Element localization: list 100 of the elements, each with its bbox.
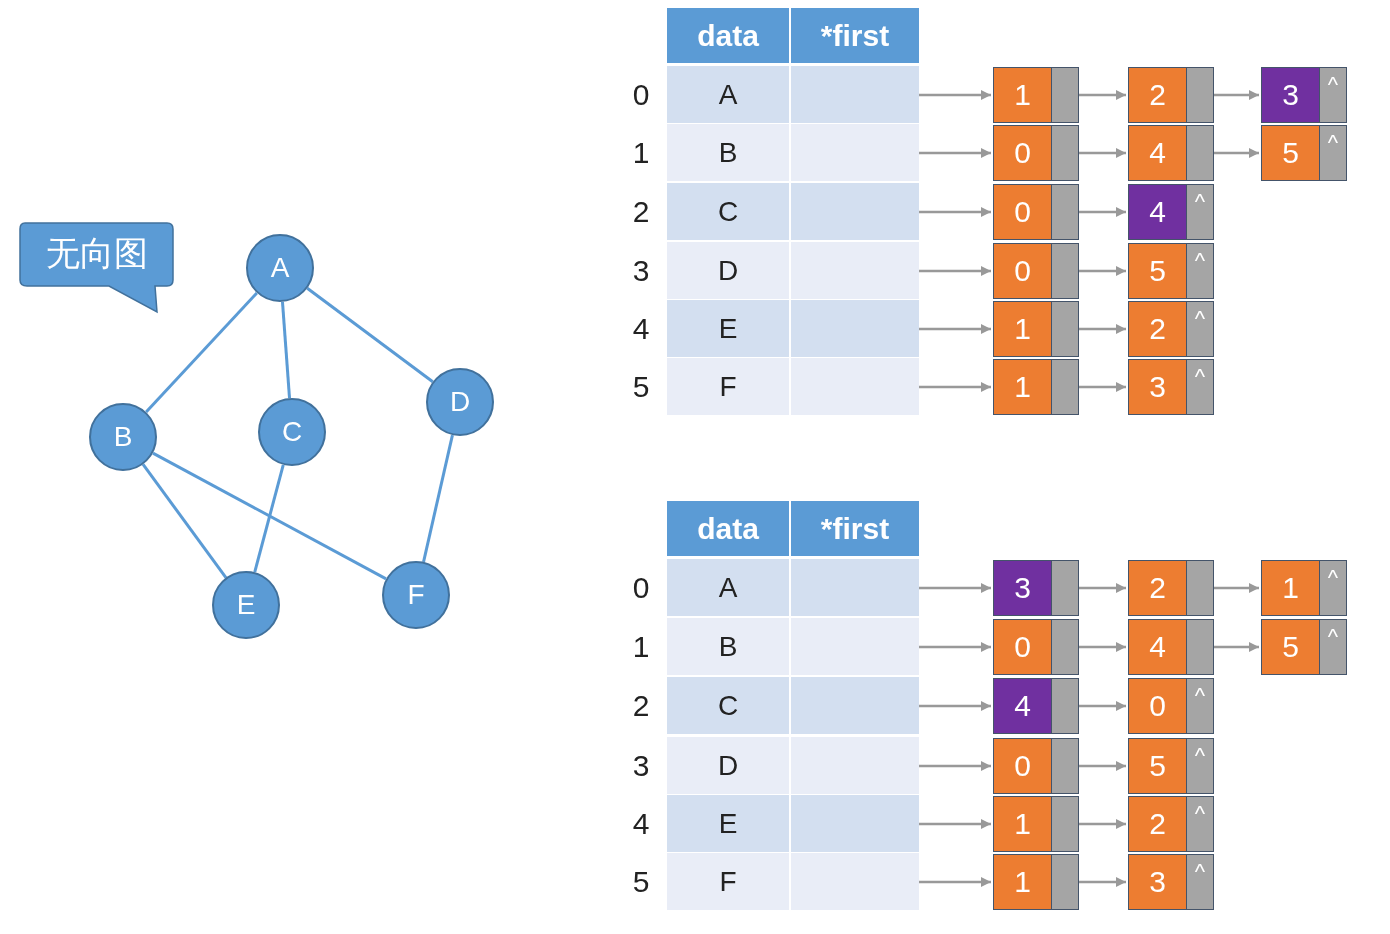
list-node	[1128, 560, 1214, 616]
pointer-cell	[791, 183, 919, 240]
arrow	[1079, 819, 1126, 829]
node-value: 2	[1129, 68, 1187, 122]
null-pointer: ^	[1187, 244, 1213, 298]
arrow	[1079, 761, 1126, 771]
arrow	[1079, 642, 1126, 652]
table-cell: E	[667, 795, 789, 852]
list-node	[993, 678, 1079, 734]
row-index: 2	[632, 689, 650, 723]
null-pointer: ^	[1187, 185, 1213, 239]
node-value: 5	[1262, 620, 1320, 674]
header-cell: *first	[791, 501, 919, 556]
arrow	[1079, 207, 1126, 217]
node-value: 0	[994, 739, 1052, 793]
arrow	[1079, 382, 1126, 392]
list-node	[993, 359, 1079, 415]
list-node	[1128, 678, 1214, 734]
null-pointer: ^	[1187, 679, 1213, 733]
vertex-circle: D	[426, 368, 494, 436]
header-cell: data	[667, 501, 789, 556]
node-value: 0	[1129, 679, 1187, 733]
vertex-circle: F	[382, 561, 450, 629]
table-cell: D	[667, 242, 789, 299]
list-node	[993, 560, 1079, 616]
graph-edge	[306, 287, 434, 383]
graph-edge	[145, 291, 258, 414]
arrow	[919, 642, 991, 652]
null-pointer: ^	[1187, 855, 1213, 909]
list-node	[993, 738, 1079, 794]
arrow	[919, 324, 991, 334]
pointer-cell	[791, 358, 919, 415]
list-node	[1128, 184, 1214, 240]
list-node	[993, 854, 1079, 910]
graph-edge	[253, 464, 285, 573]
null-pointer: ^	[1187, 302, 1213, 356]
vertex-circle: C	[258, 398, 326, 466]
node-value: 3	[1129, 855, 1187, 909]
pointer-cell	[791, 124, 919, 181]
node-value: 0	[994, 620, 1052, 674]
node-value: 3	[994, 561, 1052, 615]
pointer-cell	[791, 795, 919, 852]
arrow	[919, 382, 991, 392]
arrow	[1214, 583, 1259, 593]
node-value: 1	[1262, 561, 1320, 615]
arrow	[919, 90, 991, 100]
pointer-cell	[791, 737, 919, 794]
null-pointer: ^	[1187, 360, 1213, 414]
node-value: 4	[994, 679, 1052, 733]
node-value: 1	[994, 360, 1052, 414]
arrow	[1079, 90, 1126, 100]
row-index: 0	[632, 78, 650, 112]
list-node	[993, 67, 1079, 123]
row-index: 1	[632, 630, 650, 664]
header-cell: *first	[791, 8, 919, 63]
arrow	[919, 583, 991, 593]
list-node	[1128, 125, 1214, 181]
arrow	[919, 877, 991, 887]
list-node	[1261, 619, 1347, 675]
pointer-cell	[791, 66, 919, 123]
list-node	[1128, 854, 1214, 910]
row-index: 4	[632, 807, 650, 841]
table-cell: F	[667, 853, 789, 910]
arrow	[1079, 701, 1126, 711]
node-value: 4	[1129, 126, 1187, 180]
row-index: 3	[632, 749, 650, 783]
table-cell: F	[667, 358, 789, 415]
list-node	[1261, 67, 1347, 123]
node-value: 3	[1129, 360, 1187, 414]
null-pointer: ^	[1187, 797, 1213, 851]
node-value: 1	[994, 302, 1052, 356]
list-node	[993, 796, 1079, 852]
null-pointer: ^	[1320, 561, 1346, 615]
node-value: 0	[994, 185, 1052, 239]
node-value: 1	[994, 68, 1052, 122]
row-index: 0	[632, 571, 650, 605]
graph-edge	[141, 463, 228, 579]
node-value: 2	[1129, 797, 1187, 851]
table-cell: D	[667, 737, 789, 794]
table-cell: B	[667, 618, 789, 675]
list-node	[993, 125, 1079, 181]
null-pointer: ^	[1187, 739, 1213, 793]
row-index: 4	[632, 312, 650, 346]
node-value: 4	[1129, 620, 1187, 674]
graph-edge	[281, 301, 291, 399]
arrow	[919, 819, 991, 829]
list-node	[1128, 301, 1214, 357]
list-node	[1128, 796, 1214, 852]
table-cell: A	[667, 66, 789, 123]
list-node	[993, 184, 1079, 240]
graph-edge	[152, 451, 387, 581]
node-value: 2	[1129, 302, 1187, 356]
pointer-cell	[791, 242, 919, 299]
arrow	[919, 266, 991, 276]
arrow	[919, 761, 991, 771]
header-cell: data	[667, 8, 789, 63]
node-value: 4	[1129, 185, 1187, 239]
arrow	[1214, 148, 1259, 158]
vertex-circle: E	[212, 571, 280, 639]
vertex-circle: B	[89, 403, 157, 471]
